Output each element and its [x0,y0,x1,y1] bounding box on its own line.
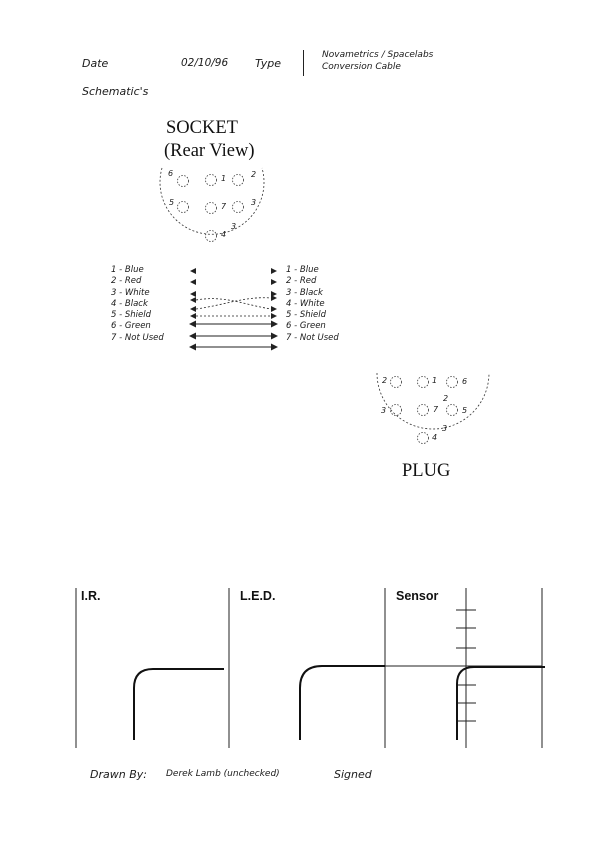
arrowhead [271,343,278,351]
wire-item: 4 - Black [111,298,148,309]
signed-label: Signed [334,768,372,781]
wire-item: 7 - Not Used [111,332,164,343]
wire-item: 2 - Red [286,276,317,287]
socket-pin-7 [205,202,217,214]
arrowhead [271,291,277,297]
socket-pin-2 [232,174,244,186]
arrowhead [271,313,277,319]
socket-pin-label: 3 [231,222,237,231]
ir-graph-label: I.R. [81,589,101,603]
socket-pin-label: 4 [221,230,227,239]
arrowhead [190,291,196,297]
arrowhead [189,320,196,328]
socket-pin-3 [232,201,244,213]
socket-pin-label: 3 [251,198,257,207]
wire-item: 7 - Not Used [286,332,339,343]
arrowhead [271,332,278,340]
arrowhead [271,279,277,285]
socket-pin-4 [205,230,217,242]
socket-pin-label: 1 [221,174,227,183]
plug-pin-label: 3 [442,424,448,433]
wire-item: 3 - White [111,287,150,298]
date-label: Date [82,57,109,70]
wire-item: 1 - Blue [111,265,144,275]
plug-pin-6 [446,376,458,388]
arrowhead [189,332,196,340]
plug-pin-label: 6 [462,377,468,386]
type-label: Type [255,57,282,70]
socket-pin-5 [177,201,189,213]
socket-wire-list: 1 - Blue 2 - Red 3 - White 4 - Black 5 -… [111,265,164,344]
type-line-1: Novametrics / Spacelabs [322,50,434,60]
plug-pin-label: 5 [462,406,468,415]
plug-pin-7 [417,404,429,416]
header-divider [303,50,304,76]
drawn-by-value: Derek Lamb (unchecked) [166,769,280,779]
drawn-by-label: Drawn By: [90,768,147,781]
socket-title: SOCKET [166,118,238,138]
date-value: 02/10/96 [181,57,229,69]
socket-pin-6 [177,175,189,187]
arrowhead [271,320,278,328]
plug-pin-2 [390,376,402,388]
socket-pin-label: 7 [221,202,227,211]
ir-response-curve [133,668,224,740]
type-line-2: Conversion Cable [322,62,401,72]
plug-pin-label: 3 [381,406,387,415]
wire-item: 6 - Green [286,321,326,332]
wire-item: 4 - White [286,298,325,309]
wire-item: 5 - Shield [286,310,327,321]
crossed-wire-black [195,298,272,310]
arrowhead [190,268,196,274]
plug-wire-list: 1 - Blue 2 - Red 3 - Black 4 - White 5 -… [286,265,339,344]
plug-pin-3 [390,404,402,416]
crossed-wire-white [195,297,272,310]
plug-outline [376,372,490,430]
plug-pin-label: 7 [433,405,439,414]
socket-pin-1 [205,174,217,186]
arrowhead [190,313,196,319]
arrowhead [190,297,196,303]
sensor-graph-label: Sensor [396,589,439,603]
plug-pin-label: 2 [382,376,388,385]
plug-pin-label: 1 [432,376,438,385]
plug-pin-5 [446,404,458,416]
wire-item: 5 - Shield [111,310,152,321]
arrowhead [271,268,277,274]
arrowhead [271,306,277,312]
plug-pin-4 [417,432,429,444]
led-graph-label: L.E.D. [240,589,276,603]
arrowhead [190,279,196,285]
socket-pin-label: 6 [168,169,174,178]
wire-item: 6 - Green [111,321,151,332]
arrowhead [271,295,277,301]
sensor-response-curve [456,666,545,740]
schematics-label: Schematic's [82,85,149,98]
led-response-curve [299,665,385,740]
wire-item: 3 - Black [286,287,323,298]
socket-outline [159,167,265,235]
socket-subtitle: (Rear View) [164,141,255,161]
wire-item: 2 - Red [111,276,142,287]
arrowhead [190,306,196,312]
socket-pin-label: 5 [169,198,175,207]
arrowhead [189,343,196,351]
plug-pin-label: 4 [432,433,438,442]
plug-title: PLUG [402,461,451,481]
socket-pin-label: 2 [251,170,257,179]
plug-pin-1 [417,376,429,388]
plug-pin-label: 2 [443,394,449,403]
wire-item: 1 - Blue [286,265,319,275]
sensor-axis-ticks [456,609,476,722]
